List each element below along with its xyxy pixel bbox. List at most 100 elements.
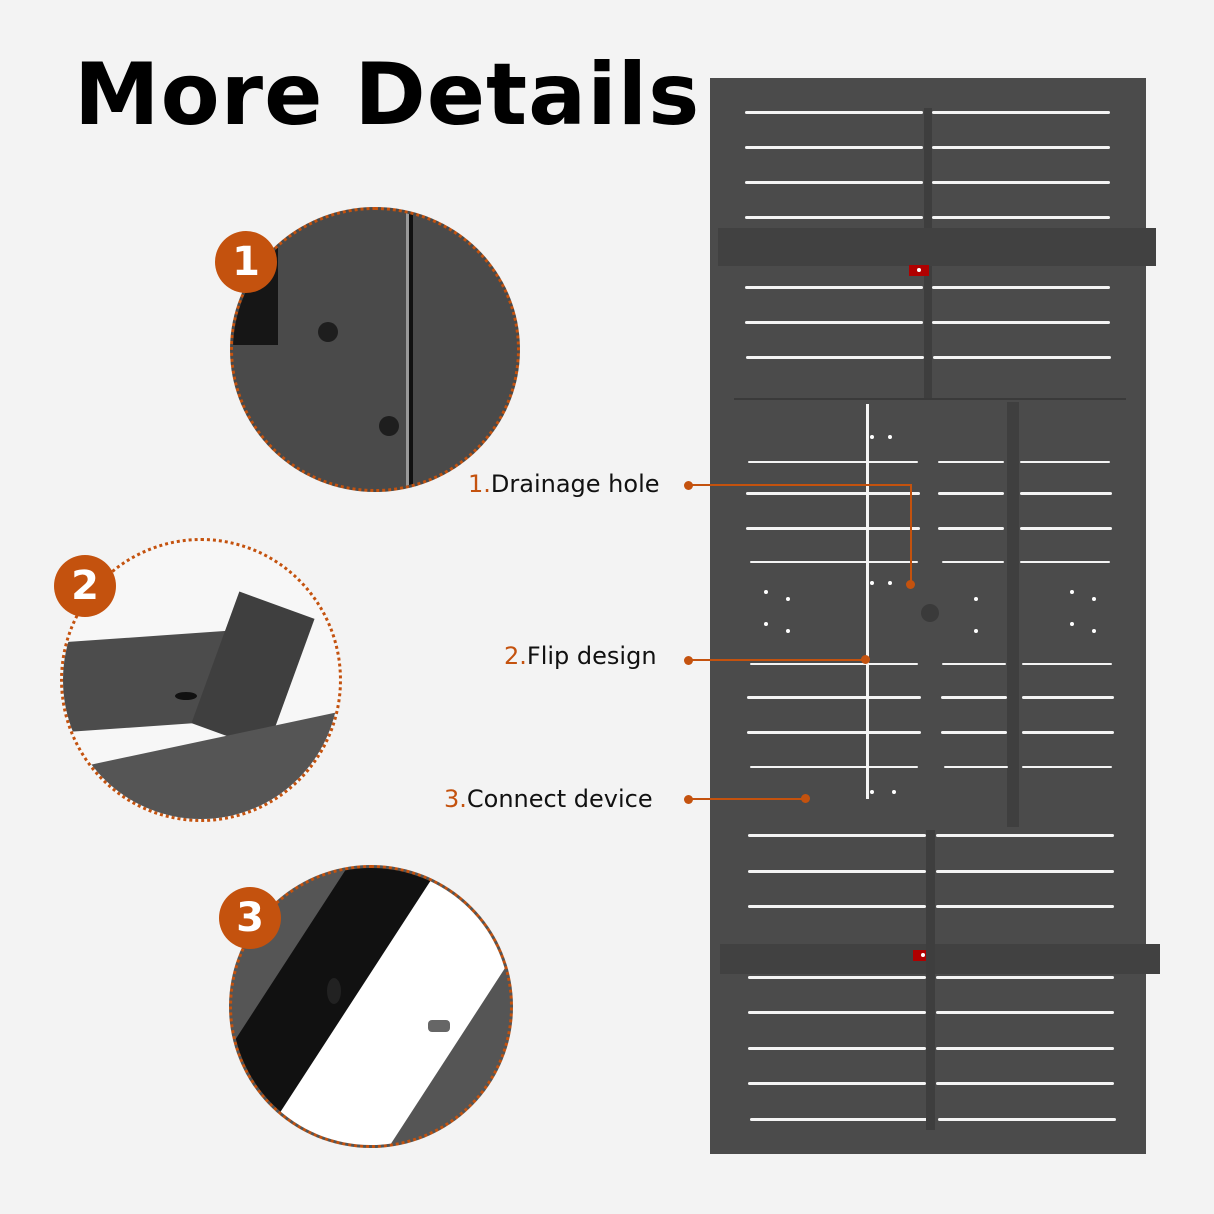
screw-dot [974,629,978,633]
label-number: 3. [444,785,467,813]
slat [750,561,918,563]
red-marker-bottom [913,950,933,961]
slat [942,561,1004,563]
leader-end-connect-device [801,794,810,803]
screw-dot [764,590,768,594]
slat [750,663,918,665]
detail-badge-1: 1 [215,231,277,293]
leader-dot-flip-design [684,656,693,665]
extension-divider [1007,402,1019,827]
screw-dot [892,790,896,794]
slat [942,663,1006,665]
slat [1022,766,1112,768]
slat [941,731,1007,734]
slat [933,356,1111,359]
slat [1020,492,1112,495]
slat [745,286,923,289]
screw-dot [888,581,892,585]
leader-line-flip-design [690,659,865,661]
slat [745,216,923,219]
slat [941,696,1007,699]
label-number: 1. [468,470,491,498]
slat [746,527,920,530]
slat [745,181,923,184]
screw-dot [870,581,874,585]
leader-end-drainage-hole [906,580,915,589]
umbrella-hole-icon [921,604,939,622]
slat [748,1011,926,1014]
slat [938,461,1004,463]
slat [745,111,923,114]
slat [938,527,1004,530]
red-marker-top [909,265,929,276]
slat [932,286,1110,289]
slat [748,976,926,979]
slat [750,766,918,768]
slat [1022,696,1114,699]
screw-dot [764,622,768,626]
leader-end-flip-design [861,655,870,664]
slat [748,1082,926,1085]
slat [936,905,1114,908]
slat [750,1118,928,1121]
slat [748,870,926,873]
screw-dot [1092,597,1096,601]
leader-line-drainage-hole-vertical [910,484,912,584]
drainage-hole-icon [379,416,399,436]
slat [748,905,926,908]
panel-edge-highlight [406,210,409,489]
detail-circle-drainage-hole [230,207,520,492]
slat [745,146,923,149]
flip-rail [866,404,869,799]
slat [938,492,1004,495]
screw-dot [974,597,978,601]
screw-dot [888,435,892,439]
slat [1020,527,1112,530]
slat [932,181,1110,184]
drainage-hole-icon [318,322,338,342]
leader-line-connect-device [690,798,805,800]
slat [932,146,1110,149]
slat [747,696,921,699]
slat [1022,663,1112,665]
slat [936,834,1114,837]
hinge-bar-bottom [720,944,1160,974]
slat [748,1047,926,1050]
slat [936,1011,1114,1014]
screw-dot [786,597,790,601]
slat [747,731,921,734]
label-number: 2. [504,642,527,670]
label-flip-design: 2.Flip design [504,642,657,670]
detail-badge-2: 2 [54,555,116,617]
leader-dot-drainage-hole [684,481,693,490]
slat [1020,561,1110,563]
slat [938,1118,1116,1121]
panel-seam [409,210,413,489]
leader-dot-connect-device [684,795,693,804]
screw-dot [1070,622,1074,626]
screw-dot [1070,590,1074,594]
slat [748,834,926,837]
screw-dot [786,629,790,633]
slat [936,1047,1114,1050]
label-text: Connect device [466,785,653,813]
slat [936,976,1114,979]
label-text: Drainage hole [490,470,660,498]
screw-dot [870,435,874,439]
slat [746,356,924,359]
slat [746,492,920,495]
label-connect-device: 3.Connect device [444,785,653,813]
slat [1020,461,1110,463]
slat [936,870,1114,873]
connector-pin-icon [428,1020,450,1032]
slat [932,321,1110,324]
center-rail-bottom [926,830,935,1130]
detail-badge-3: 3 [219,887,281,949]
screw-dot [870,790,874,794]
extension-frame [734,398,1126,400]
slat [745,321,923,324]
umbrella-hole-icon [175,692,197,700]
screw-dot [1092,629,1096,633]
slat [932,111,1110,114]
label-text: Flip design [526,642,657,670]
